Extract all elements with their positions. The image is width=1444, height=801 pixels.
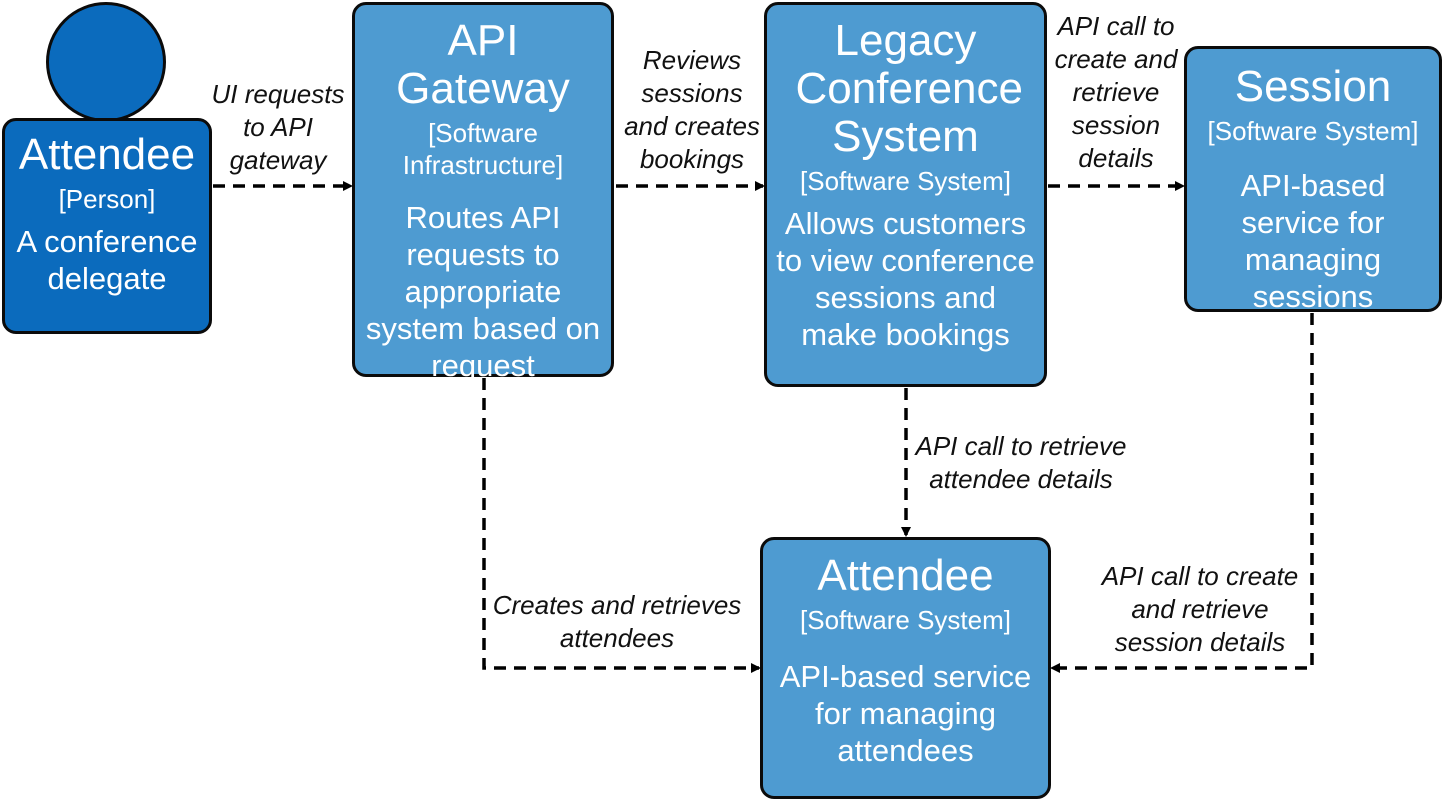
edge-label-legacy-to-session: API call to create and retrieve session … [1054,11,1178,173]
edge-label-legacy-to-attendee: API call to retrieve attendee details [915,431,1127,494]
node-type: [Person] [58,184,156,214]
node-title: API Gateway [396,16,570,113]
node-type: [Software System] [800,166,1011,196]
node-attendee-system[interactable]: Attendee [Software System] API-based ser… [760,537,1051,799]
person-head-icon [46,2,166,122]
node-type: [Software Infrastructure] [402,118,564,180]
node-title: Legacy Conference System [795,16,1023,161]
node-description: Allows customers to view conference sess… [776,206,1035,352]
node-description: A conference delegate [16,224,198,296]
node-title: Attendee [18,130,196,179]
node-title: Session [1234,62,1392,111]
node-description: API-based service for managing sessions [1240,168,1386,314]
edge-label-gateway-to-attendee: Creates and retrieves attendees [492,590,742,653]
node-type: [Software System] [800,605,1011,635]
node-type: [Software System] [1207,116,1419,146]
node-description: API-based service for managing attendees [779,659,1032,768]
node-api-gateway[interactable]: API Gateway [Software Infrastructure] Ro… [352,2,614,383]
node-attendee-person[interactable]: Attendee [Person] A conference delegate [2,118,212,334]
edge-gateway-to-attendee [482,378,761,673]
edge-session-to-attendee [1050,313,1314,673]
edge-label-session-to-attendee: API call to create and retrieve session … [1101,561,1299,657]
edge-label-ui-requests: UI requests to API gateway [211,79,345,175]
node-legacy-conference-system[interactable]: Legacy Conference System [Software Syste… [764,2,1047,387]
node-title: Attendee [817,551,994,600]
node-description: Routes API requests to appropriate syste… [365,200,601,383]
edge-label-reviews-sessions: Reviews sessions and creates bookings [624,45,760,174]
node-session[interactable]: Session [Software System] API-based serv… [1184,46,1442,314]
